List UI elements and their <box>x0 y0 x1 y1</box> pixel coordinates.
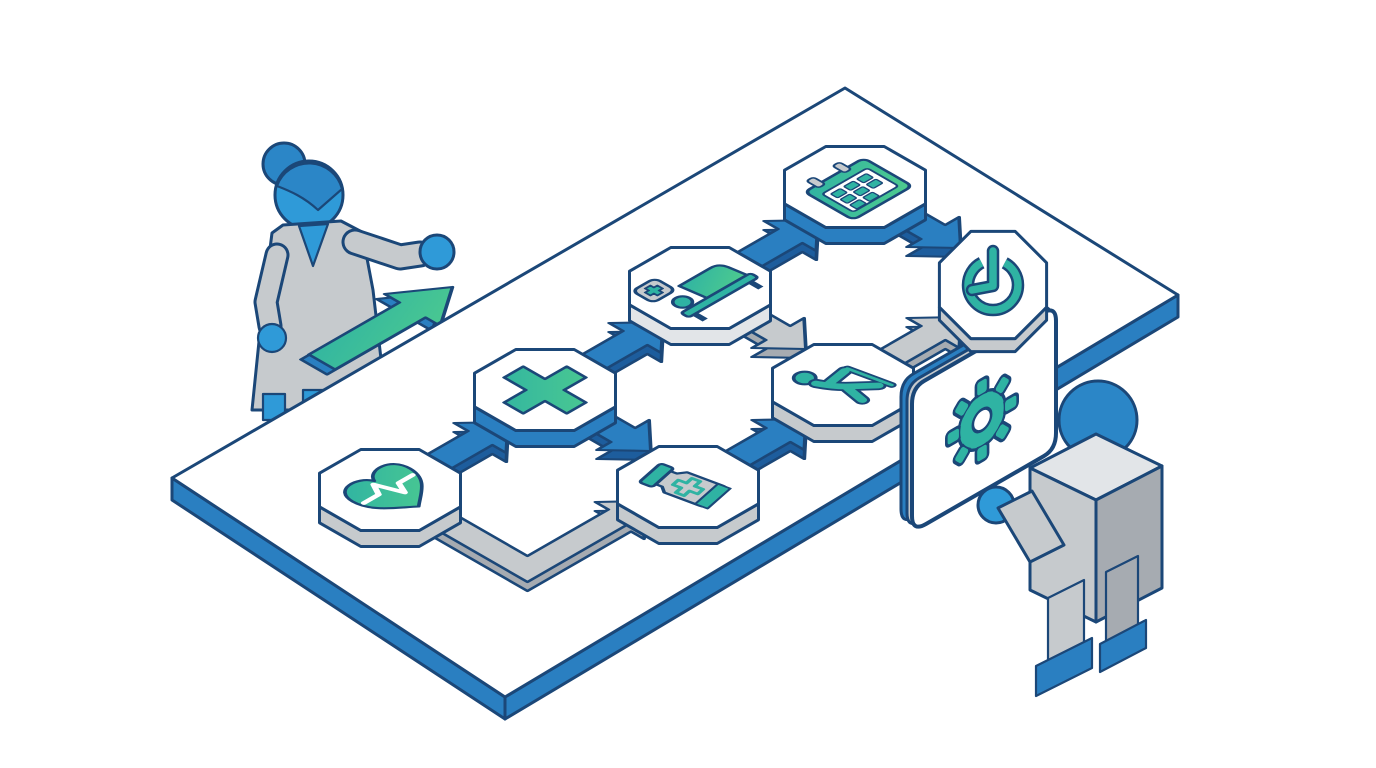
presenter-left-arm <box>256 245 287 336</box>
person-with-cane-icon <box>791 365 897 405</box>
presenter-right-arm <box>344 231 431 268</box>
node-medical-cross <box>473 348 617 448</box>
calendar-icon <box>805 158 912 220</box>
calendar-grid <box>830 173 884 210</box>
node-heart-rate <box>318 448 462 548</box>
green-arrow-icon <box>299 285 455 376</box>
operator-arm <box>996 489 1066 564</box>
pill-bottle-icon <box>638 463 732 510</box>
hospital-bed-icon <box>633 264 764 322</box>
heart-pulse-icon <box>343 463 424 510</box>
operator-foot <box>1098 618 1148 674</box>
clock-check-icon <box>961 244 1025 317</box>
node-medication <box>616 445 760 545</box>
node-mobility <box>771 343 915 443</box>
process-nodes <box>318 145 927 548</box>
presenter-left-hand <box>256 322 288 354</box>
operator-foot <box>1034 636 1094 698</box>
presenter-figure <box>250 141 456 422</box>
gear-icon <box>945 373 1019 467</box>
operator-figure <box>976 379 1164 698</box>
presenter-hair <box>275 162 344 212</box>
node-hospital-bed <box>628 246 772 346</box>
medical-cross-icon <box>502 365 588 415</box>
presenter-shirt <box>297 222 330 268</box>
screen-panel <box>899 301 1058 529</box>
node-clock <box>937 229 1049 354</box>
node-calendar <box>783 145 927 245</box>
presenter-right-hand <box>418 233 456 271</box>
